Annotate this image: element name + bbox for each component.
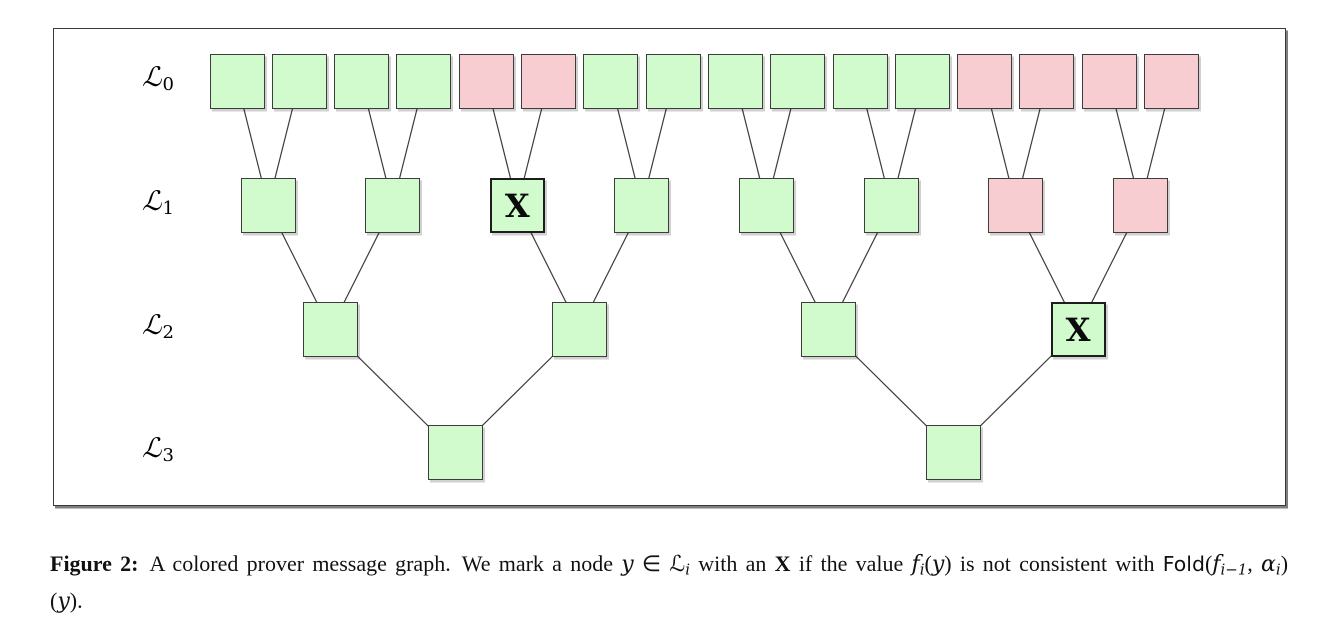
tree-node-level1-6 — [863, 178, 919, 233]
tree-node-level1-5 — [739, 178, 795, 233]
level-label-subscript: 1 — [162, 197, 174, 219]
caption-segment: α — [1261, 552, 1276, 577]
tree-node-level2-1 — [302, 302, 358, 357]
tree-node-level0-15 — [1081, 54, 1137, 109]
caption-segment: , — [1247, 551, 1262, 576]
tree-node-level2-3 — [801, 302, 857, 357]
x-mark: X — [1065, 310, 1091, 349]
caption-segment: f — [911, 552, 920, 577]
tree-node-level0-5 — [458, 54, 514, 109]
tree-node-level1-7 — [988, 178, 1044, 233]
caption-segment: ∈ — [633, 551, 670, 576]
level-label-1: ℒ1 — [113, 186, 203, 219]
tree-node-level0-9 — [707, 54, 763, 109]
tree-node-level0-12 — [894, 54, 950, 109]
tree-node-level0-3 — [334, 54, 390, 109]
caption-segment: y — [57, 589, 70, 615]
caption-segment: ( — [924, 551, 932, 576]
tree-node-level0-7 — [583, 54, 639, 109]
tree-node-level1-2 — [365, 178, 421, 233]
tree-node-level0-4 — [396, 54, 452, 109]
tree-node-level0-13 — [957, 54, 1013, 109]
level-label-subscript: 0 — [162, 73, 174, 95]
caption-segment: i — [1275, 560, 1281, 579]
caption-segment: ). — [69, 588, 83, 614]
figure-caption: Figure 2: A colored prover message graph… — [50, 548, 1288, 617]
caption-segment: y — [621, 552, 634, 577]
caption-segment: Fold — [1162, 552, 1205, 576]
tree-node-level0-10 — [770, 54, 826, 109]
tree-node-level2-4: X — [1050, 302, 1106, 357]
level-label-glyph: ℒ — [142, 432, 162, 464]
tree-node-level1-3: X — [489, 178, 545, 233]
caption-segment: if the value — [790, 551, 912, 576]
tree-node-level1-1 — [240, 178, 296, 233]
level-label-0: ℒ0 — [113, 62, 203, 95]
caption-segment: X — [774, 551, 791, 576]
level-label-glyph: ℒ — [142, 61, 162, 93]
level-label-glyph: ℒ — [142, 309, 162, 341]
tree-node-level0-2 — [271, 54, 327, 109]
x-mark: X — [504, 186, 530, 225]
caption-segment: f — [1212, 552, 1221, 577]
tree-node-level0-11 — [832, 54, 888, 109]
caption-segment: with an — [690, 551, 775, 576]
caption-segment: i−1 — [1220, 560, 1248, 579]
level-label-subscript: 2 — [162, 321, 174, 343]
tree-node-level0-14 — [1019, 54, 1075, 109]
tree-node-level1-8 — [1112, 178, 1168, 233]
caption-segment: )( — [50, 551, 1289, 614]
level-label-subscript: 3 — [162, 444, 174, 466]
caption-segment: ℒ — [669, 552, 686, 577]
level-label-3: ℒ3 — [113, 433, 203, 466]
caption-segment: A colored prover message graph. We mark … — [138, 551, 622, 576]
tree-node-level3-2 — [925, 425, 981, 480]
caption-segment: y — [931, 552, 945, 577]
tree-node-level0-8 — [645, 54, 701, 109]
caption-segment: Figure 2: — [50, 551, 139, 576]
tree-node-level2-2 — [552, 302, 608, 357]
caption-segment: ) is not consistent with — [944, 551, 1163, 576]
level-label-2: ℒ2 — [113, 310, 203, 343]
caption-segment: i — [919, 560, 925, 579]
tree-node-level0-1 — [209, 54, 265, 109]
level-label-glyph: ℒ — [142, 185, 162, 217]
tree-node-level0-6 — [521, 54, 576, 109]
tree-node-level1-4 — [614, 178, 670, 233]
caption-segment: ( — [1204, 551, 1213, 576]
caption-segment: i — [685, 560, 691, 579]
tree-node-level0-16 — [1144, 54, 1199, 109]
tree-node-level3-1 — [427, 425, 483, 480]
